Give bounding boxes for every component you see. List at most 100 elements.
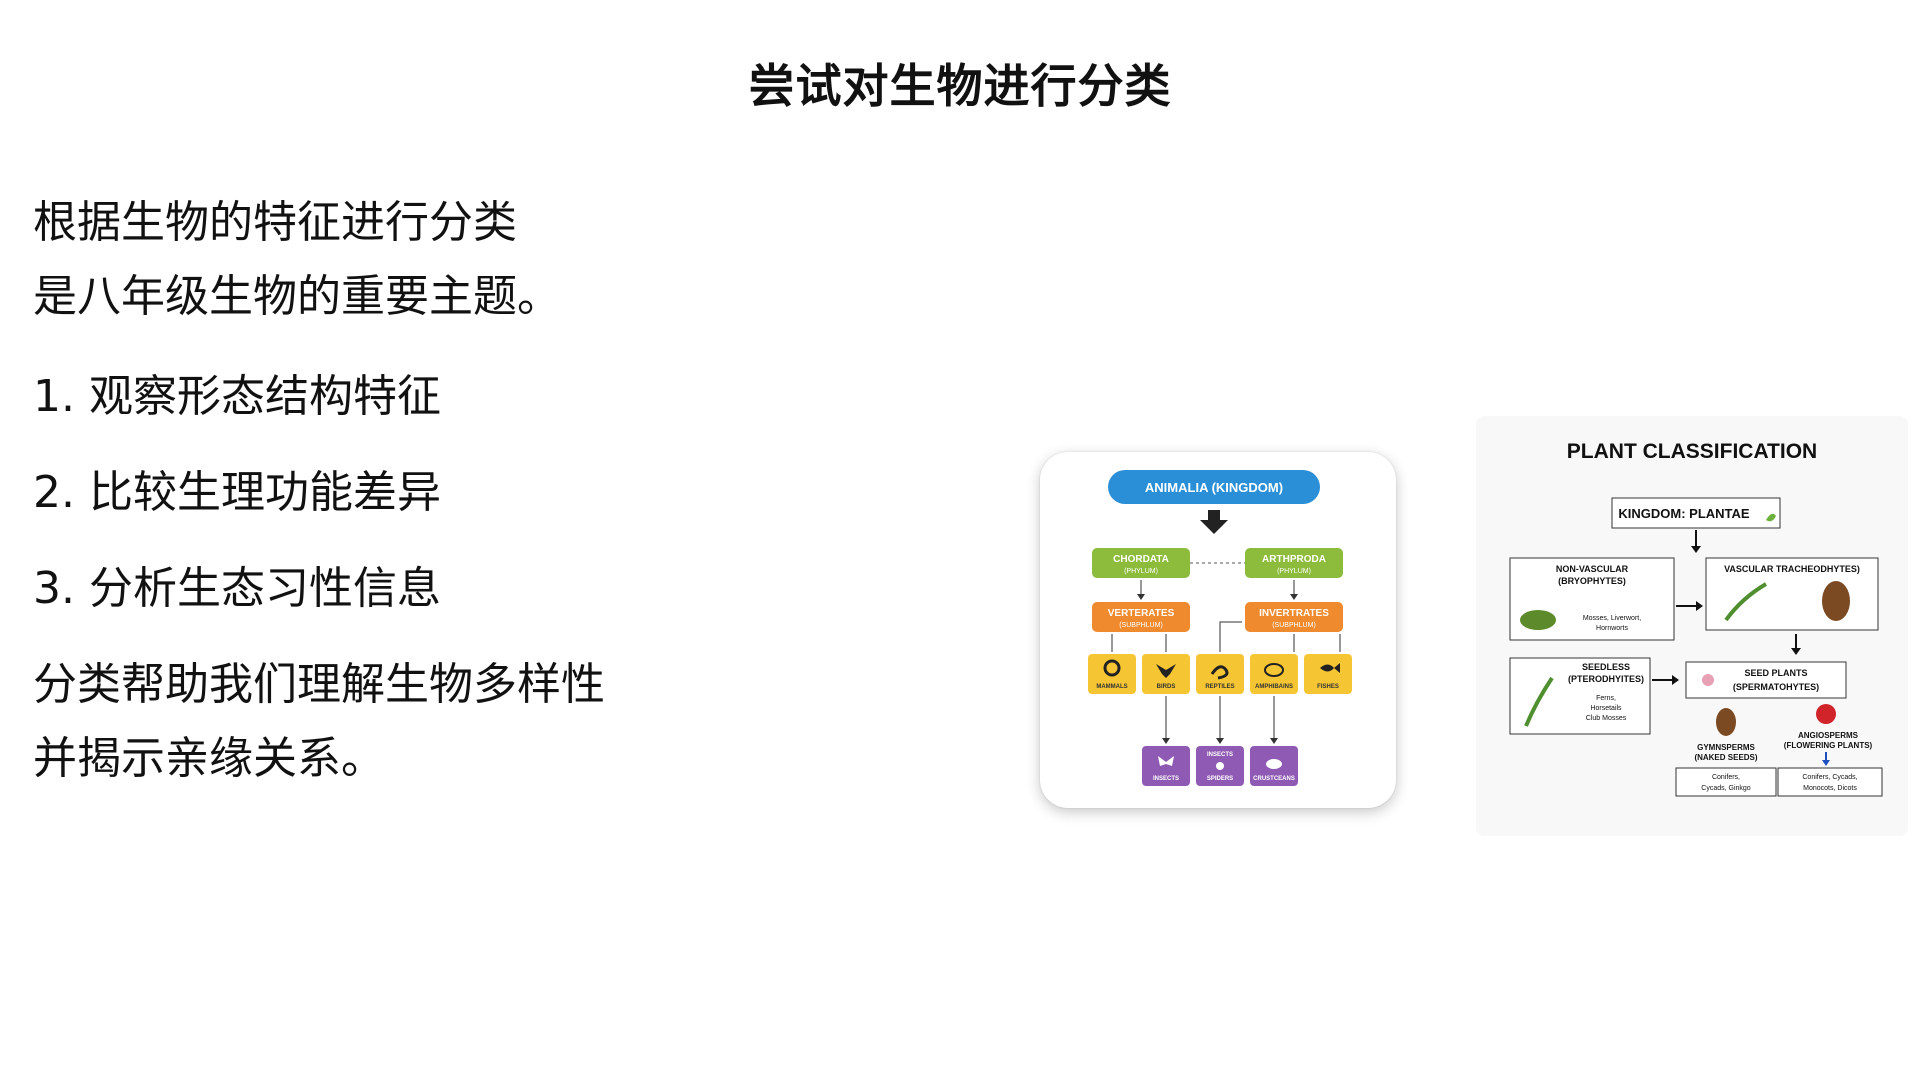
text-line: 分类帮助我们理解生物多样性 bbox=[33, 659, 605, 710]
vascular-box bbox=[1705, 557, 1879, 631]
invert-label: CRUSTCEANS bbox=[1253, 776, 1295, 782]
plant-kingdom-label: KINGDOM: PLANTAE bbox=[1618, 506, 1750, 521]
moss-icon bbox=[1520, 610, 1556, 630]
subphylum-rank: (SUBPHLUM) bbox=[1119, 622, 1163, 629]
arrow-head bbox=[1672, 675, 1679, 685]
phylum-box-arthropoda bbox=[1245, 548, 1343, 578]
nonvascular-example: Mosses, Liverwort, bbox=[1583, 615, 1641, 622]
phylum-name: ARTHPRODA bbox=[1262, 554, 1326, 565]
step-1: 1. 观察形态结构特征 bbox=[33, 360, 1013, 434]
plant-classification-image: PLANT CLASSIFICATION KINGDOM: PLANTAE NO… bbox=[1476, 416, 1908, 836]
slide-title: 尝试对生物进行分类 bbox=[748, 59, 1172, 113]
nonvascular-example: Hornworts bbox=[1596, 625, 1628, 632]
subphylum-rank: (SUBPHLUM) bbox=[1272, 622, 1316, 629]
text-line: 是八年级生物的重要主题。 bbox=[33, 271, 561, 322]
seed-title: SEED PLANTS bbox=[1744, 668, 1807, 678]
class-label: REPTILES bbox=[1205, 684, 1234, 690]
arrow-head bbox=[1137, 594, 1145, 600]
kingdom-label: ANIMALIA (KINGDOM) bbox=[1145, 480, 1283, 495]
arrow-head bbox=[1691, 546, 1701, 553]
butterfly-icon bbox=[1158, 756, 1174, 766]
leaf-icon bbox=[1766, 513, 1776, 522]
step-3: 3. 分析生态习性信息 bbox=[33, 552, 1013, 626]
fern-icon bbox=[1724, 582, 1768, 622]
gymnosperms-example: Conifers, bbox=[1712, 774, 1740, 781]
plant-kingdom-box bbox=[1611, 497, 1781, 529]
arrow-head bbox=[1822, 760, 1830, 766]
intro-paragraph: 根据生物的特征进行分类 是八年级生物的重要主题。 bbox=[33, 186, 1013, 334]
invert-insects: INSECTS bbox=[1142, 746, 1190, 786]
fish-icon bbox=[1320, 663, 1340, 673]
pinecone-icon bbox=[1822, 581, 1850, 621]
vascular-title: VASCULAR TRACHEODHYTES) bbox=[1724, 564, 1860, 574]
fern-icon bbox=[1524, 676, 1554, 727]
class-fishes: FISHES bbox=[1304, 654, 1352, 694]
class-mammals: MAMMALS bbox=[1088, 654, 1136, 694]
arrow-head bbox=[1696, 601, 1703, 611]
invert-spiders: INSECTS SPIDERS bbox=[1196, 746, 1244, 786]
nonvascular-sub: (BRYOPHYTES) bbox=[1558, 576, 1626, 586]
phylum-rank: (PHYLUM) bbox=[1124, 568, 1158, 575]
subphylum-box-invertebrates bbox=[1245, 602, 1343, 632]
gymnosperms-example: Cycads, Ginkgo bbox=[1701, 785, 1751, 792]
text-line: 根据生物的特征进行分类 bbox=[33, 197, 517, 248]
down-arrow-icon bbox=[1200, 510, 1228, 534]
text-line: 并揭示亲缘关系。 bbox=[33, 733, 385, 784]
subphylum-name: VERTERATES bbox=[1108, 608, 1175, 619]
arrow-head bbox=[1791, 648, 1801, 655]
phylum-name: CHORDATA bbox=[1113, 554, 1169, 565]
text-line: 3. 分析生态习性信息 bbox=[33, 563, 441, 614]
step-2: 2. 比较生理功能差异 bbox=[33, 456, 1013, 530]
angiosperms-example: Monocots, Dicots bbox=[1803, 785, 1857, 792]
class-birds: BIRDS bbox=[1142, 654, 1190, 694]
class-amphibians: AMPHIBAINS bbox=[1250, 654, 1298, 694]
seed-sub: (SPERMATOHYTES) bbox=[1733, 682, 1819, 692]
invert-crustaceans: CRUSTCEANS bbox=[1250, 746, 1298, 786]
lion-icon bbox=[1103, 659, 1121, 677]
arrow-head bbox=[1290, 594, 1298, 600]
invert-label: SPIDERS bbox=[1207, 776, 1233, 782]
phylum-box-chordata bbox=[1092, 548, 1190, 578]
seedless-sub: (PTERODHYITES) bbox=[1568, 674, 1644, 684]
nonvascular-title: NON-VASCULAR bbox=[1556, 564, 1629, 574]
seedless-example: Ferns, bbox=[1596, 695, 1616, 702]
spider-icon bbox=[1216, 762, 1224, 770]
class-label: BIRDS bbox=[1157, 684, 1176, 690]
kingdom-box bbox=[1108, 470, 1320, 504]
seedless-title: SEEDLESS bbox=[1582, 662, 1630, 672]
angiosperms-examples-box bbox=[1777, 767, 1883, 797]
seedless-box bbox=[1509, 657, 1651, 735]
seedless-example: Horsetails bbox=[1590, 705, 1622, 712]
gymnosperms-title: GYMNSPERMS bbox=[1697, 743, 1755, 752]
gymnosperms-sub: (NAKED SEEDS) bbox=[1694, 753, 1757, 762]
bird-icon bbox=[1156, 664, 1176, 678]
angiosperms-sub: (FLOWERING PLANTS) bbox=[1784, 741, 1873, 750]
connector bbox=[1111, 621, 1341, 652]
subphylum-name: INVERTRATES bbox=[1259, 608, 1329, 619]
class-label: FISHES bbox=[1317, 684, 1339, 690]
crab-icon bbox=[1266, 759, 1282, 769]
plant-title: PLANT CLASSIFICATION bbox=[1567, 440, 1817, 463]
connector bbox=[1165, 696, 1275, 740]
phylum-rank: (PHYLUM) bbox=[1277, 568, 1311, 575]
conclusion-paragraph: 分类帮助我们理解生物多样性 并揭示亲缘关系。 bbox=[33, 648, 1013, 796]
animal-classification-image: ANIMALIA (KINGDOM) CHORDATA (PHYLUM) ART… bbox=[1040, 452, 1396, 808]
text-line: 1. 观察形态结构特征 bbox=[33, 371, 441, 422]
class-label: AMPHIBAINS bbox=[1255, 684, 1293, 690]
invert-top-label: INSECTS bbox=[1207, 752, 1233, 758]
angiosperms-title: ANGIOSPERMS bbox=[1798, 731, 1859, 740]
apple-icon bbox=[1816, 704, 1836, 724]
angiosperms-example: Conifers, Cycads, bbox=[1802, 774, 1857, 781]
text-line: 2. 比较生理功能差异 bbox=[33, 467, 441, 518]
gymnosperms-examples-box bbox=[1675, 767, 1777, 797]
snake-icon bbox=[1210, 665, 1229, 680]
class-label: MAMMALS bbox=[1096, 684, 1127, 690]
arrow-head bbox=[1162, 738, 1278, 744]
subphylum-box-vertebrates bbox=[1092, 602, 1190, 632]
pinecone-icon bbox=[1716, 708, 1736, 736]
seedless-example: Club Mosses bbox=[1586, 715, 1627, 722]
invert-label: INSECTS bbox=[1153, 776, 1179, 782]
blossom-icon bbox=[1702, 674, 1714, 686]
class-reptiles: REPTILES bbox=[1196, 654, 1244, 694]
